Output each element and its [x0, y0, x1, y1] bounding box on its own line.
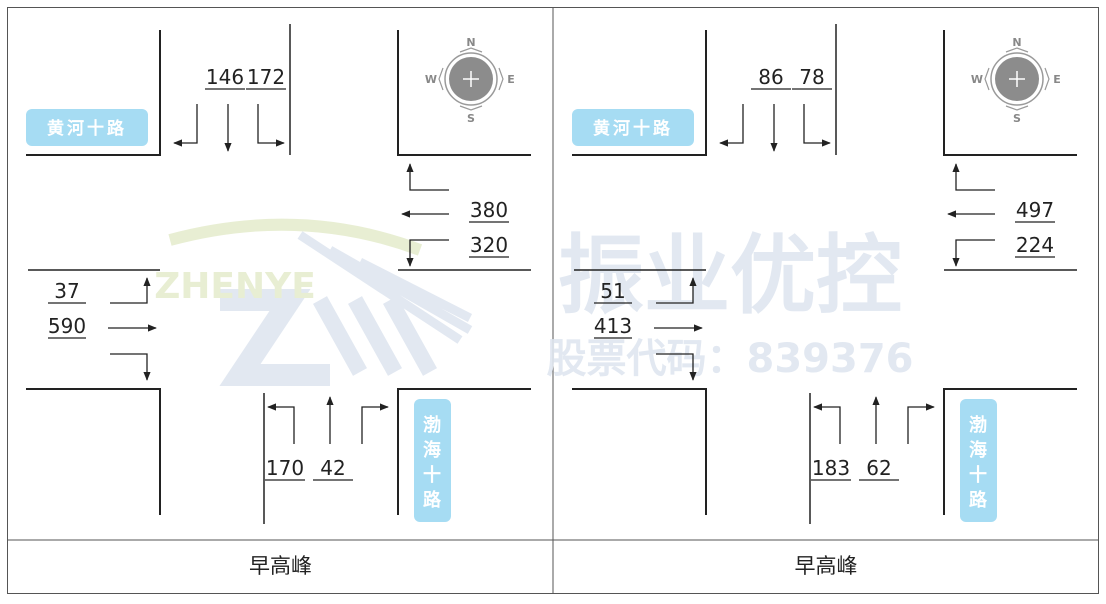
caption-panel-1: 早高峰 [249, 554, 312, 578]
volume-west-bottom: 413 [594, 314, 632, 338]
road-label-ns-char: 路 [969, 489, 988, 511]
watermark-company: 振业优控 [558, 226, 902, 326]
volume-east-top: 497 [1016, 198, 1054, 222]
road-label-ns-char: 海 [423, 439, 441, 461]
compass-w: W [971, 73, 983, 86]
compass-s: S [467, 112, 475, 125]
volume-north-left: 86 [758, 65, 783, 89]
volume-south-left: 170 [266, 456, 304, 480]
volume-west-bottom: 590 [48, 314, 86, 338]
volume-north-left: 146 [206, 65, 244, 89]
watermark-logo-icon [168, 218, 473, 386]
volume-west-top: 51 [600, 279, 625, 303]
volume-east-bottom: 320 [470, 233, 508, 257]
intersection-panel-1: 146 172 380 320 37 590 170 42 N S W E 黄河… [26, 24, 531, 524]
caption-panel-2: 早高峰 [794, 554, 858, 578]
volume-south-left: 183 [812, 456, 850, 480]
road-label-ns-char: 海 [969, 439, 987, 461]
road-label-ns-char: 路 [423, 489, 442, 511]
road-label-ew: 黄河十路 [593, 118, 673, 139]
compass-n: N [466, 36, 475, 49]
watermark-stock: 股票代码：839376 [547, 336, 914, 382]
road-label-ns-char: 渤 [969, 414, 987, 436]
watermark-logo-text: ZHENYE [154, 266, 316, 307]
volume-west-top: 37 [54, 279, 79, 303]
compass-w: W [425, 73, 437, 86]
outer-frame [7, 7, 1099, 594]
compass-e: E [1053, 73, 1061, 86]
road-label-ew: 黄河十路 [47, 118, 127, 139]
watermark: ZHENYE 振业优控 股票代码：839376 [154, 218, 914, 386]
compass-e: E [507, 73, 515, 86]
volume-north-right: 78 [799, 65, 824, 89]
volume-east-top: 380 [470, 198, 508, 222]
volume-south-right: 62 [866, 456, 891, 480]
volume-south-right: 42 [320, 456, 345, 480]
intersection-panel-2: 86 78 497 224 51 413 183 62 N S W E 黄河十路… [572, 24, 1077, 524]
road-label-ns-char: 渤 [423, 414, 441, 436]
volume-north-right: 172 [247, 65, 285, 89]
volume-east-bottom: 224 [1016, 233, 1054, 257]
compass-s: S [1013, 112, 1021, 125]
road-label-ns-char: 十 [423, 464, 441, 486]
compass-n: N [1012, 36, 1021, 49]
road-label-ns-char: 十 [969, 464, 987, 486]
